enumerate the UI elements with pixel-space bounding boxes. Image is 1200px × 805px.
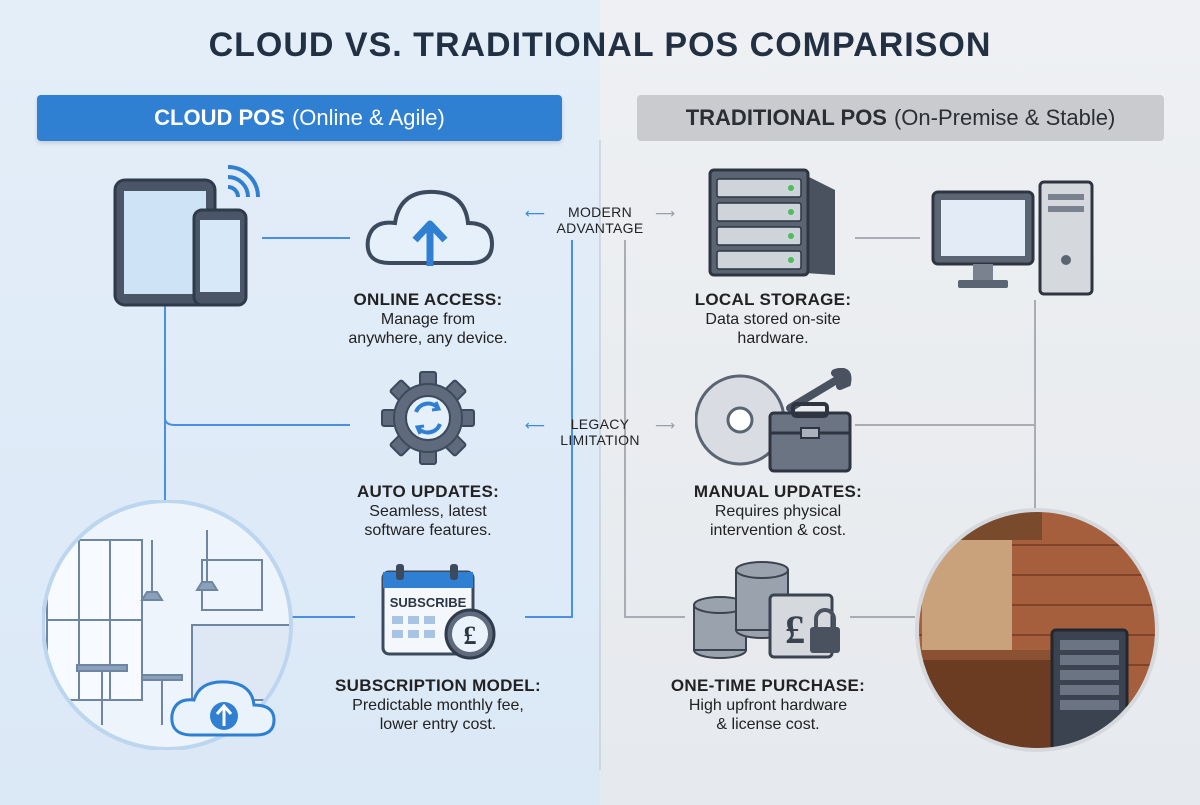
cloud-upload-icon: [365, 189, 495, 266]
coins-lock-icon: £: [693, 561, 840, 659]
feature-line: software features.: [364, 522, 492, 539]
traditional-pos-header-sub: (On-Premise & Stable): [893, 105, 1116, 130]
tablet-phone-icon: [113, 165, 260, 307]
traditional-pos-header-bold: TRADITIONAL POS: [685, 105, 887, 130]
modern-label-line1: MODERN: [567, 204, 633, 220]
feature-line: lower entry cost.: [379, 716, 497, 733]
pound-symbol: £: [464, 621, 477, 650]
feature-heading: MANUAL UPDATES:: [693, 482, 863, 501]
cd-toolbox-icon: [695, 368, 852, 473]
feature-one-time-purchase: ONE-TIME PURCHASE: High upfront hardware…: [653, 676, 883, 734]
feature-line: Manage from: [380, 311, 476, 328]
cloud-pos-header-bold: CLOUD POS: [154, 105, 285, 130]
arrow-right-icon: ⟶: [655, 417, 676, 433]
gear-sync-icon: [381, 371, 475, 465]
feature-line: intervention & cost.: [709, 522, 847, 539]
feature-auto-updates: AUTO UPDATES: Seamless, latest software …: [313, 482, 543, 540]
feature-heading: LOCAL STORAGE:: [694, 290, 852, 309]
feature-local-storage: LOCAL STORAGE: Data stored on-site hardw…: [658, 290, 888, 348]
feature-line: High upfront hardware: [688, 697, 848, 714]
feature-online-access: ONLINE ACCESS: Manage from anywhere, any…: [313, 290, 543, 348]
bar-illustration: [915, 508, 1159, 752]
feature-heading: ONLINE ACCESS:: [353, 290, 503, 309]
feature-heading: AUTO UPDATES:: [356, 482, 500, 501]
feature-line: & license cost.: [716, 716, 820, 733]
feature-line: hardware.: [737, 330, 809, 347]
arrow-left-icon: ⟵: [525, 205, 546, 221]
feature-heading: SUBSCRIPTION MODEL:: [335, 676, 541, 695]
feature-line: Seamless, latest: [369, 503, 487, 520]
feature-line: anywhere, any device.: [348, 330, 508, 347]
cloud-pos-header-sub: (Online & Agile): [291, 105, 445, 130]
desktop-computer-icon: [931, 180, 1094, 296]
pound-symbol: £: [785, 607, 805, 652]
feature-manual-updates: MANUAL UPDATES: Requires physical interv…: [663, 482, 893, 540]
subscribe-calendar-icon: SUBSCRIBE £: [381, 564, 496, 660]
cafe-illustration: [42, 500, 293, 750]
feature-line: Predictable monthly fee,: [352, 697, 524, 714]
arrow-left-icon: ⟵: [525, 417, 546, 433]
page-title: CLOUD VS. TRADITIONAL POS COMPARISON: [208, 26, 992, 64]
traditional-pos-header: TRADITIONAL POS (On-Premise & Stable): [637, 95, 1164, 141]
feature-line: Requires physical: [714, 503, 842, 520]
feature-heading: ONE-TIME PURCHASE:: [670, 676, 866, 695]
feature-subscription-model: SUBSCRIPTION MODEL: Predictable monthly …: [323, 676, 553, 734]
arrow-right-icon: ⟶: [655, 205, 676, 221]
modern-label-line2: ADVANTAGE: [556, 220, 644, 236]
modern-advantage-label: MODERN ADVANTAGE: [535, 204, 665, 236]
calendar-label: SUBSCRIBE: [390, 595, 467, 610]
legacy-limitation-label: LEGACY LIMITATION: [535, 416, 665, 448]
cloud-pos-header: CLOUD POS (Online & Agile): [37, 95, 562, 141]
feature-line: Data stored on-site: [705, 311, 841, 328]
legacy-label-line1: LEGACY: [570, 416, 630, 432]
server-rack-icon: [708, 168, 835, 277]
legacy-label-line2: LIMITATION: [560, 432, 640, 448]
